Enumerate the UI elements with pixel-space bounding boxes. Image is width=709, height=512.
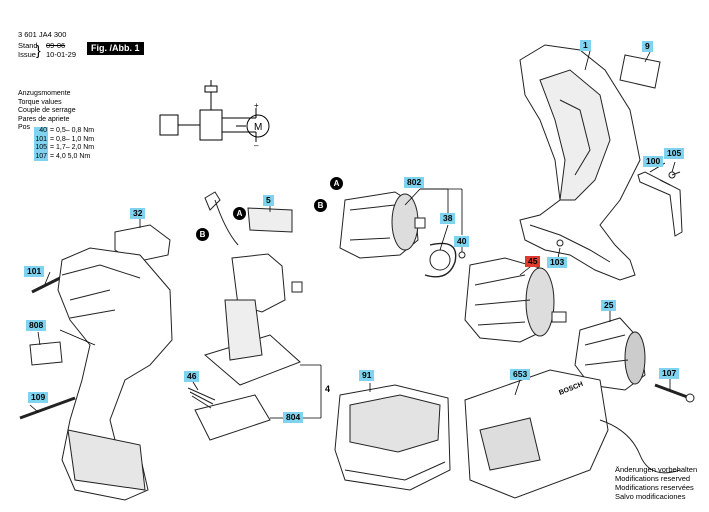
torque-row-eq: = — [49, 135, 55, 143]
torque-row-eq: = — [49, 127, 55, 134]
belt-clip-illustration — [637, 171, 683, 237]
rating-plate-illustration — [619, 54, 661, 89]
part-label-802: 802 — [404, 177, 425, 188]
circuit-diagram — [159, 80, 270, 142]
part-label-105: 105 — [664, 148, 685, 159]
torque-row-eq: = — [49, 144, 55, 152]
part-label-101: 101 — [24, 266, 45, 277]
part-label-1: 1 — [580, 40, 591, 51]
torque-title-en: Torque values — [18, 98, 62, 106]
doc-number: 3 601 JA4 300 — [18, 30, 67, 39]
stand-date: 09-06 — [46, 41, 66, 50]
torque-row-eq: = — [49, 152, 55, 160]
stand-label: Stand — [18, 41, 38, 50]
part-label-46: 46 — [184, 371, 200, 382]
part-label-4: 4 — [325, 384, 331, 394]
torque-row-pos: 107 — [34, 152, 48, 162]
footer-line-fr: Modifications reservées — [615, 483, 694, 492]
part-label-25: 25 — [601, 300, 617, 311]
housing-half-illustration — [519, 44, 641, 281]
circuit-plus: + — [254, 101, 259, 110]
torque-row: 105 = 1,7– 2,0 Nm — [34, 144, 94, 153]
part-label-103: 103 — [547, 257, 568, 268]
chuck-illustration — [574, 317, 646, 391]
spring-illustration — [187, 387, 216, 409]
torque-row: 107 = 4,0 5,0 Nm — [34, 152, 94, 162]
torque-row: 101 = 0,8– 1,0 Nm — [34, 135, 95, 145]
part-label-45: 45 — [525, 256, 541, 267]
screw-40-illustration — [458, 251, 466, 259]
issue-label: Issue — [18, 50, 36, 59]
issue-date: 10-01-29 — [46, 50, 77, 59]
circuit-motor-label: M — [254, 122, 262, 133]
torque-row-value: 0,8– 1,0 Nm — [56, 135, 95, 143]
part-label-9: 9 — [642, 41, 653, 52]
torque-row-pos: 101 — [34, 135, 48, 145]
battery-illustration — [334, 384, 451, 491]
torque-title-de: Anzugsmomente — [18, 90, 71, 97]
footer-line-en: Modifications reserved — [615, 474, 691, 483]
part-label-109: 109 — [28, 392, 49, 403]
date-brace: } — [36, 42, 41, 58]
gearbox-illustration — [464, 257, 567, 343]
part-label-38: 38 — [440, 213, 456, 224]
figure-badge: Fig. /Abb. 1 — [87, 42, 144, 55]
torque-rows: 40 = 0,5– 0,8 Nm 101 = 0,8– 1,0 Nm 105 =… — [34, 127, 95, 162]
part-label-107: 107 — [659, 368, 680, 379]
charger-illustration — [464, 369, 681, 499]
part-label-5: 5 — [263, 195, 274, 206]
part-label-100: 100 — [643, 156, 664, 167]
circuit-minus: – — [254, 141, 259, 150]
connector-a-marker: A — [233, 207, 246, 220]
torque-row-pos: 40 — [34, 127, 48, 136]
footer-notice: Änderungen vorbehalten Modifications res… — [615, 465, 697, 501]
torque-title-fr: Couple de serrage — [18, 107, 76, 115]
cap-illustration — [114, 224, 171, 263]
torque-row-value: 4,0 5,0 Nm — [56, 152, 91, 160]
connector-b-marker: B — [314, 199, 327, 212]
screw-107-illustration — [654, 383, 695, 403]
torque-row-value: 1,7– 2,0 Nm — [56, 144, 95, 152]
circuit-motor-circle — [246, 114, 270, 138]
housing-left-illustration — [57, 247, 173, 501]
part-label-91: 91 — [359, 370, 375, 381]
part-label-32: 32 — [130, 208, 146, 219]
footer-line-de: Änderungen vorbehalten — [615, 465, 698, 474]
bit-illustration — [19, 396, 76, 420]
torque-row-value: 0,5– 0,8 Nm — [56, 127, 95, 134]
leader-lines — [29, 50, 676, 419]
circuit-battery-box — [159, 114, 179, 136]
connector-b-marker: B — [196, 228, 209, 241]
footer-line-es: Salvo modificaciones — [615, 492, 686, 501]
switch-module-illustration — [194, 191, 303, 441]
torque-pos-label: Pos — [18, 124, 31, 132]
part-label-653: 653 — [510, 369, 531, 380]
torque-title-es: Pares de apriete — [18, 115, 70, 123]
part-label-804: 804 — [283, 412, 304, 423]
torque-row: 40 = 0,5– 0,8 Nm — [34, 127, 94, 136]
motor-illustration — [339, 191, 426, 259]
connector-a-marker: A — [330, 177, 343, 190]
torque-row-pos: 105 — [34, 144, 48, 153]
part-label-40: 40 — [454, 236, 470, 247]
screw-101-illustration — [31, 276, 61, 294]
torque-table: Anzugsmomente Torque values Couple de se… — [18, 90, 76, 133]
label-plate-illustration — [29, 341, 63, 366]
circuit-switch-box — [199, 109, 223, 141]
screw-103-illustration — [556, 239, 564, 247]
part-label-808: 808 — [26, 320, 47, 331]
